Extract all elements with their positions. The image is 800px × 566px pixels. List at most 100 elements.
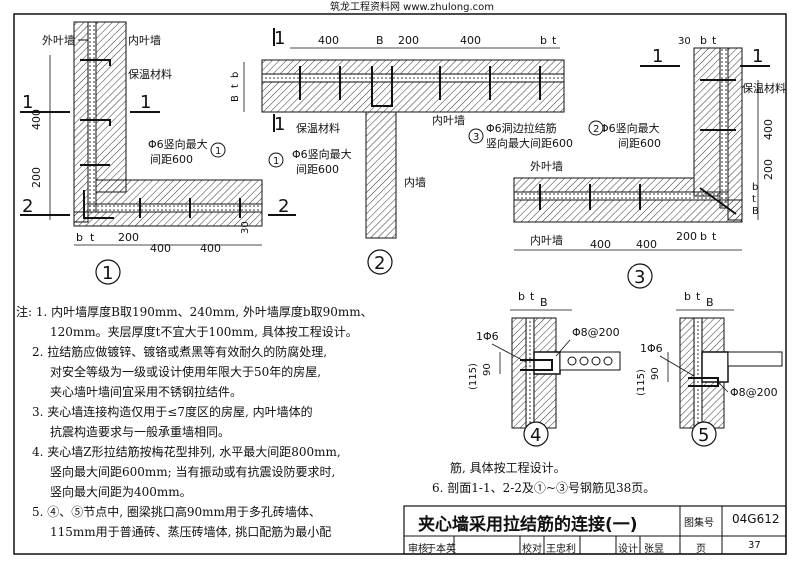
svg-text:间距600: 间距600 — [296, 163, 339, 176]
title-block — [403, 505, 787, 555]
svg-text:200: 200 — [676, 230, 697, 243]
svg-text:保温材料: 保温材料 — [128, 67, 172, 81]
svg-text:t: t — [230, 84, 241, 88]
reviewer-name: 于本英 — [426, 544, 456, 555]
svg-text:90: 90 — [650, 367, 661, 380]
svg-text:内叶墙: 内叶墙 — [128, 33, 161, 47]
svg-text:5: 5 — [698, 425, 709, 446]
svg-text:2: 2 — [278, 196, 289, 217]
svg-text:1Φ6: 1Φ6 — [640, 342, 663, 355]
header-watermark: 筑龙工程资料网 www.zhulong.com — [330, 0, 494, 13]
svg-text:1: 1 — [215, 146, 221, 157]
detail-2: 1 1 400 B 200 400 b t b t B 保温材料 内叶墙 Φ6竖… — [230, 28, 573, 275]
svg-text:内墙: 内墙 — [404, 175, 426, 189]
svg-text:400: 400 — [150, 242, 171, 255]
svg-text:t: t — [752, 194, 756, 205]
note-line: 3. 夹心墙连接构造仅用于≤7度区的房屋, 内叶墙体的 — [32, 405, 313, 419]
svg-text:1: 1 — [273, 156, 279, 167]
note-line: 注: 1. 内叶墙厚度B取190mm、240mm, 外叶墙厚度b取90mm、 — [16, 305, 373, 319]
detail-5: b t B 1Φ6 Φ8@200 (115) 90 5 — [636, 290, 783, 447]
svg-text:Φ6洞边拉结筋: Φ6洞边拉结筋 — [486, 121, 557, 135]
svg-text:保温材料: 保温材料 — [296, 121, 340, 135]
svg-text:2: 2 — [593, 124, 599, 135]
svg-text:t: t — [90, 231, 95, 244]
svg-text:内叶墙: 内叶墙 — [432, 113, 465, 127]
svg-text:Φ6竖向最大: Φ6竖向最大 — [148, 137, 208, 151]
note-line: 抗震构造要求与一般承重墙相同。 — [50, 425, 231, 439]
svg-text:1: 1 — [752, 46, 763, 67]
svg-text:内叶墙: 内叶墙 — [530, 233, 563, 247]
svg-text:30: 30 — [678, 36, 691, 47]
svg-text:4: 4 — [530, 425, 541, 446]
note-line: 115mm用于普通砖、蒸压砖墙体, 挑口配筋为最小配 — [50, 525, 332, 539]
svg-text:间距600: 间距600 — [618, 137, 661, 150]
svg-text:Φ6竖向最大: Φ6竖向最大 — [600, 121, 660, 135]
svg-text:400: 400 — [636, 238, 657, 251]
svg-text:b: b — [700, 34, 707, 47]
svg-text:B: B — [752, 206, 759, 217]
svg-text:90: 90 — [482, 363, 493, 376]
note-line: 竖向最大间距600mm; 当有振动或有抗震设防要求时, — [50, 465, 336, 479]
svg-text:B: B — [230, 95, 241, 102]
note-line: 夹心墙叶墙间宜采用不锈钢拉结件。 — [50, 385, 243, 399]
sheet-border — [13, 13, 787, 555]
svg-text:1: 1 — [274, 114, 285, 135]
svg-text:b: b — [684, 290, 691, 303]
svg-text:2: 2 — [374, 253, 385, 274]
svg-text:200: 200 — [398, 34, 419, 47]
svg-text:保温材料: 保温材料 — [742, 81, 786, 95]
svg-text:t: t — [712, 230, 717, 243]
detail-1: 400 200 1 1 2 2 外叶墙 内叶墙 保温材料 Φ6竖向最大 间距60… — [20, 21, 296, 285]
svg-text:400: 400 — [590, 238, 611, 251]
svg-text:b: b — [700, 230, 707, 243]
svg-text:400: 400 — [30, 109, 43, 130]
svg-text:200: 200 — [118, 231, 139, 244]
svg-text:(115): (115) — [636, 369, 647, 396]
svg-text:1Φ6: 1Φ6 — [476, 330, 499, 343]
note-line: 对安全等级为一级或设计使用年限大于50年的房屋, — [50, 365, 322, 379]
svg-text:Φ8@200: Φ8@200 — [572, 326, 620, 339]
svg-text:400: 400 — [762, 119, 775, 140]
svg-text:3: 3 — [473, 132, 479, 143]
svg-text:1: 1 — [22, 92, 33, 113]
svg-text:t: t — [696, 290, 701, 303]
svg-text:1: 1 — [140, 92, 151, 113]
check-label: 校对 — [522, 544, 542, 555]
page-number: 37 — [748, 540, 761, 551]
note-line: 4. 夹心墙Z形拉结筋按梅花型排列, 水平最大间距800mm, — [32, 445, 341, 459]
note-line: 120mm。夹层厚度t不宜大于100mm, 具体按工程设计。 — [50, 325, 358, 339]
title-text: 夹心墙采用拉结筋的连接(一) — [418, 515, 638, 535]
svg-text:外叶墙: 外叶墙 — [42, 33, 75, 47]
atlas-number: 04G612 — [732, 512, 780, 526]
design-label: 设计 — [618, 544, 638, 555]
svg-text:b: b — [752, 182, 758, 193]
svg-text:400: 400 — [460, 34, 481, 47]
designer-name: 张昱 — [644, 544, 664, 555]
svg-text:B: B — [376, 34, 384, 47]
svg-text:Φ8@200: Φ8@200 — [730, 386, 778, 399]
svg-text:1: 1 — [102, 263, 113, 284]
svg-text:t: t — [712, 34, 717, 47]
svg-text:b: b — [518, 290, 525, 303]
svg-text:b: b — [230, 72, 241, 78]
atlas-label: 图集号 — [684, 518, 714, 529]
note-line: 6. 剖面1-1、2-2及①~③号钢筋见38页。 — [432, 481, 656, 495]
note-line: 竖向最大间距为400mm。 — [50, 485, 192, 499]
svg-text:B: B — [706, 296, 714, 309]
svg-text:2: 2 — [22, 196, 33, 217]
note-line: 5. ④、⑤节点中, 圈梁挑口高90mm用于多孔砖墙体、 — [32, 505, 321, 519]
svg-text:3: 3 — [634, 267, 645, 288]
svg-text:间距600: 间距600 — [150, 153, 193, 166]
detail-4: b t B 1Φ6 Φ8@200 (115) 90 4 — [468, 290, 621, 447]
svg-text:200: 200 — [762, 159, 775, 180]
svg-text:Φ6竖向最大: Φ6竖向最大 — [292, 147, 352, 161]
svg-text:B: B — [540, 296, 548, 309]
note-line: 2. 拉结筋应做镀锌、镀铬或煮黑等有效耐久的防腐处理, — [32, 345, 328, 359]
svg-text:400: 400 — [200, 242, 221, 255]
detail-3: 1 1 30 b t 保温材料 Φ6竖向最大 间距600 2 外叶墙 内叶墙 4… — [513, 34, 786, 289]
svg-text:t: t — [530, 290, 535, 303]
review-label: 审核 — [408, 544, 428, 555]
svg-text:200: 200 — [30, 167, 43, 188]
svg-text:b: b — [540, 34, 547, 47]
